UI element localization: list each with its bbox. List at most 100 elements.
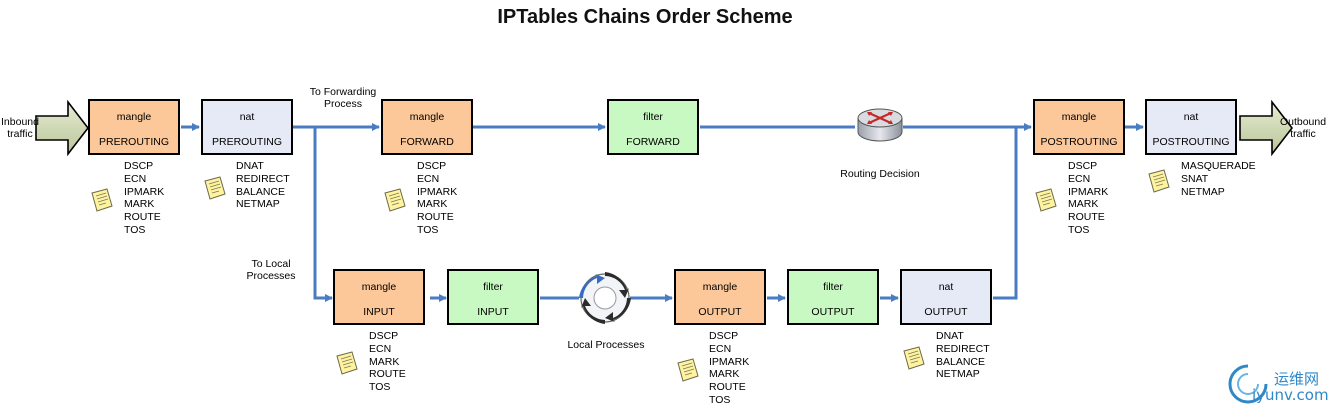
process-cycle-icon xyxy=(579,272,631,324)
target-item: BALANCE xyxy=(236,185,286,198)
target-item: NETMAP xyxy=(936,368,980,381)
table-name: nat xyxy=(239,111,255,123)
outbound-arrow-icon xyxy=(1239,100,1294,156)
sticky-note-icon xyxy=(89,187,115,213)
table-name: nat xyxy=(938,281,954,293)
sticky-note-icon xyxy=(1146,168,1172,194)
target-item: ECN xyxy=(124,172,147,185)
target-item: MASQUERADE xyxy=(1181,160,1256,172)
chain-name: OUTPUT xyxy=(698,306,742,318)
table-name: nat xyxy=(1183,111,1199,123)
target-item: ROUTE xyxy=(417,211,454,224)
target-item: TOS xyxy=(124,223,146,236)
mangle-output-box: mangle OUTPUT xyxy=(674,269,766,325)
to-local-label: To Local Processes xyxy=(246,258,296,282)
table-name: mangle xyxy=(409,111,445,123)
target-item: IPMARK xyxy=(709,355,750,368)
sticky-note-icon xyxy=(202,175,228,201)
to-forwarding-label: To Forwarding Process xyxy=(309,86,377,110)
nat-prerouting-box: nat PREROUTING xyxy=(201,99,293,155)
target-item: DSCP xyxy=(1068,160,1098,172)
chain-name: OUTPUT xyxy=(811,306,855,318)
chain-name: FORWARD xyxy=(626,136,680,148)
mangle-prerouting-box: mangle PREROUTING xyxy=(88,99,180,155)
target-item: BALANCE xyxy=(936,355,986,368)
watermark-logo: 运维网 iyunv.com xyxy=(1226,362,1329,406)
target-item: TOS xyxy=(709,393,731,406)
target-item: REDIRECT xyxy=(236,172,290,185)
nat-postrouting-box: nat POSTROUTING xyxy=(1145,99,1237,155)
sticky-note-icon xyxy=(675,357,701,383)
target-item: MARK xyxy=(124,198,155,211)
target-item: ECN xyxy=(709,342,732,355)
table-name: filter xyxy=(823,281,843,293)
routing-decision-label: Routing Decision xyxy=(840,168,920,180)
mangle-postrouting-box: mangle POSTROUTING xyxy=(1033,99,1125,155)
target-item: TOS xyxy=(1068,223,1090,236)
sticky-note-icon xyxy=(382,187,408,213)
target-item: IPMARK xyxy=(417,185,458,198)
target-item: MARK xyxy=(369,355,400,368)
target-item: DSCP xyxy=(369,330,399,342)
target-item: TOS xyxy=(417,223,439,236)
target-item: DSCP xyxy=(709,330,739,342)
target-item: DNAT xyxy=(236,160,264,172)
sticky-note-icon xyxy=(901,345,927,371)
local-processes-label: Local Processes xyxy=(567,339,645,351)
target-item: MARK xyxy=(1068,198,1099,211)
target-item: ROUTE xyxy=(124,211,161,224)
target-item: DSCP xyxy=(417,160,447,172)
outbound-label: Outbound traffic xyxy=(1279,116,1327,140)
chain-name: PREROUTING xyxy=(211,136,282,148)
sticky-note-icon xyxy=(1033,187,1059,213)
chain-name: INPUT xyxy=(477,306,509,318)
target-item: ROUTE xyxy=(1068,211,1105,224)
target-item: NETMAP xyxy=(236,198,280,211)
target-item: ECN xyxy=(417,172,440,185)
target-item: IPMARK xyxy=(1068,185,1109,198)
watermark-swirl-icon xyxy=(1228,364,1268,404)
table-name: mangle xyxy=(116,111,152,123)
chain-name: POSTROUTING xyxy=(1152,136,1230,148)
watermark-chinese: 运维网 xyxy=(1274,370,1320,388)
diagram-title: IPTables Chains Order Scheme xyxy=(497,6,793,28)
table-name: mangle xyxy=(1061,111,1097,123)
target-item: REDIRECT xyxy=(936,342,990,355)
mangle-input-box: mangle INPUT xyxy=(333,269,425,325)
target-item: NETMAP xyxy=(1181,185,1225,198)
chain-name: OUTPUT xyxy=(924,306,968,318)
router-icon xyxy=(857,108,903,142)
filter-forward-box: filter FORWARD xyxy=(607,99,699,155)
sticky-note-icon xyxy=(334,350,360,376)
nat-output-box: nat OUTPUT xyxy=(900,269,992,325)
table-name: filter xyxy=(643,111,663,123)
watermark-domain: iyunv.com xyxy=(1252,386,1329,404)
target-item: TOS xyxy=(369,381,391,394)
table-name: mangle xyxy=(361,281,397,293)
filter-output-box: filter OUTPUT xyxy=(787,269,879,325)
chain-name: FORWARD xyxy=(400,136,454,148)
inbound-label: Inbound traffic xyxy=(1,116,39,140)
target-item: DSCP xyxy=(124,160,154,172)
target-item: ECN xyxy=(1068,172,1091,185)
target-item: IPMARK xyxy=(124,185,165,198)
table-name: filter xyxy=(483,281,503,293)
mangle-forward-box: mangle FORWARD xyxy=(381,99,473,155)
target-item: ECN xyxy=(369,342,392,355)
inbound-arrow-icon xyxy=(35,100,90,156)
target-item: DNAT xyxy=(936,330,964,342)
chain-name: POSTROUTING xyxy=(1040,136,1118,148)
target-item: SNAT xyxy=(1181,172,1209,185)
target-item: ROUTE xyxy=(709,381,746,394)
table-name: mangle xyxy=(702,281,738,293)
filter-input-box: filter INPUT xyxy=(447,269,539,325)
